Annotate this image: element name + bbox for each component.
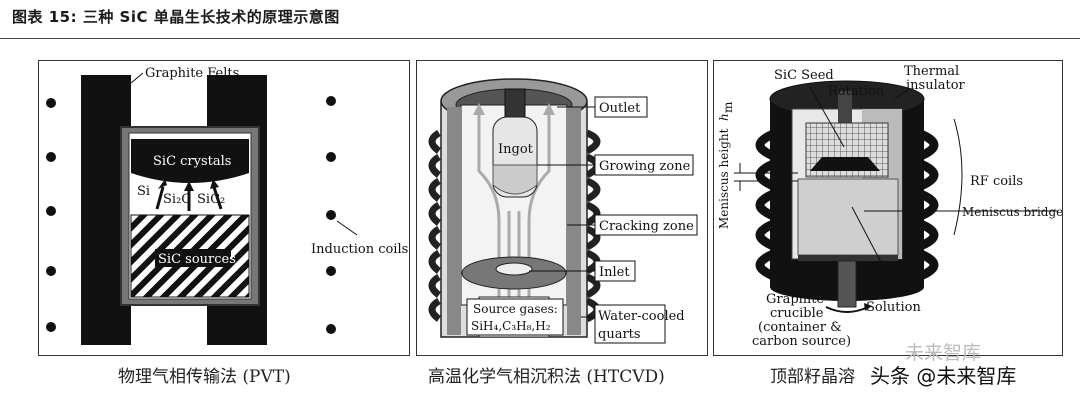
flow-arrow-right: [543, 103, 555, 115]
caption-pvt: 物理气相传输法 (PVT): [118, 367, 291, 387]
inlet-hole: [495, 262, 533, 276]
htcvd-leader-lines: [529, 106, 595, 318]
htcvd-wall-right: [567, 107, 581, 335]
gas-arrow-3: [212, 186, 223, 210]
label-source-gases-formula: SiH₄,C₃H₈,H₂: [471, 319, 551, 333]
htcvd-diagram: Outlet Ingot Growing zone Cracking zone …: [428, 78, 698, 344]
ingot-holder: [504, 88, 526, 118]
label-graphite-felts: Graphite Felts: [145, 66, 239, 81]
label-induction-coils: Induction coils: [311, 242, 408, 257]
label-inlet: Inlet: [599, 265, 630, 280]
induction-coils-left: [46, 98, 56, 332]
pvt-diagram: Graphite Felts SiC crystals Si Si₂C SiC₂…: [46, 66, 408, 345]
label-sic-sources: SiC sources: [158, 252, 236, 267]
label-meniscus-height: Meniscus height: [717, 128, 731, 229]
label-quarts: quarts: [598, 327, 641, 342]
label-graphite: Graphite: [766, 292, 824, 307]
label-sic2: SiC₂: [197, 192, 225, 207]
label-solution: Solution: [866, 300, 921, 315]
label-si: Si: [137, 184, 150, 199]
figure-title: 图表 15: 三种 SiC 单晶生长技术的原理示意图: [12, 8, 340, 26]
graphite-felts-pointer: [130, 72, 144, 84]
gas-arrowhead-2: [184, 181, 194, 191]
label-container: (container &: [758, 320, 842, 335]
watermark-ghost: 未来智库: [905, 342, 982, 364]
label-cracking-zone: Cracking zone: [599, 219, 694, 234]
graphite-felt-top-left: [81, 75, 126, 135]
label-meniscus-bridge: Meniscus bridge: [962, 205, 1062, 219]
pvt-panel: Graphite Felts SiC crystals Si Si₂C SiC₂…: [38, 60, 410, 356]
title-rule: [0, 38, 1080, 39]
caption-tssg: 顶部籽晶溶: [770, 367, 855, 387]
label-sic-seed: SiC Seed: [774, 68, 834, 83]
label-rf-coils: RF coils: [970, 174, 1023, 189]
meniscus-height-indicator: [734, 163, 798, 191]
crucible-bottom: [798, 255, 898, 261]
label-carbon-source: carbon source): [752, 334, 851, 349]
label-growing-zone: Growing zone: [599, 159, 691, 174]
label-water-cooled: Water-cooled: [598, 309, 685, 324]
htcvd-coils: [428, 129, 601, 323]
label-thermal: Thermal: [904, 64, 959, 79]
support-shaft: [837, 260, 857, 308]
label-ingot: Ingot: [498, 142, 534, 157]
label-hm: h: [717, 113, 731, 121]
gas-arrowhead-3: [210, 179, 219, 189]
induction-coils-right: [326, 96, 336, 334]
solution-zone: [797, 178, 899, 256]
label-insulator: insulator: [906, 78, 966, 93]
label-outlet: Outlet: [599, 101, 641, 116]
htcvd-panel: Outlet Ingot Growing zone Cracking zone …: [416, 60, 708, 356]
label-si2c: Si₂C: [163, 192, 191, 207]
gas-arrow-1: [155, 186, 165, 210]
sic-sources-label-bg: [155, 249, 231, 267]
label-rotation: Rotation: [828, 84, 885, 99]
label-hm-sub: m: [721, 101, 735, 113]
label-source-gases: Source gases:: [473, 302, 558, 316]
tssg-diagram: SiC Seed Rotation Thermal insulator Meni…: [717, 64, 1062, 349]
htcvd-label-boxes: [466, 96, 698, 344]
tssg-panel: SiC Seed Rotation Thermal insulator Meni…: [713, 60, 1063, 356]
rotation-arrowhead-bottom: [864, 303, 872, 311]
sic-seed-crystal: [810, 157, 880, 171]
flow-arrow-left: [473, 103, 485, 115]
induction-coils-pointer: [336, 220, 358, 236]
caption-htcvd: 高温化学气相沉积法 (HTCVD): [428, 367, 665, 387]
label-crucible: crucible: [770, 306, 824, 321]
htcvd-wall-left: [447, 107, 461, 335]
watermark: 头条 @未来智库: [870, 364, 1017, 388]
sic-crystals: [131, 139, 249, 183]
tssg-leader-lines: [799, 86, 1058, 288]
rotation-arrow-bottom: [825, 306, 869, 313]
ingot-crystal: [492, 164, 538, 195]
label-sic-crystals: SiC crystals: [153, 154, 231, 169]
gas-arrowhead-1: [158, 179, 167, 189]
